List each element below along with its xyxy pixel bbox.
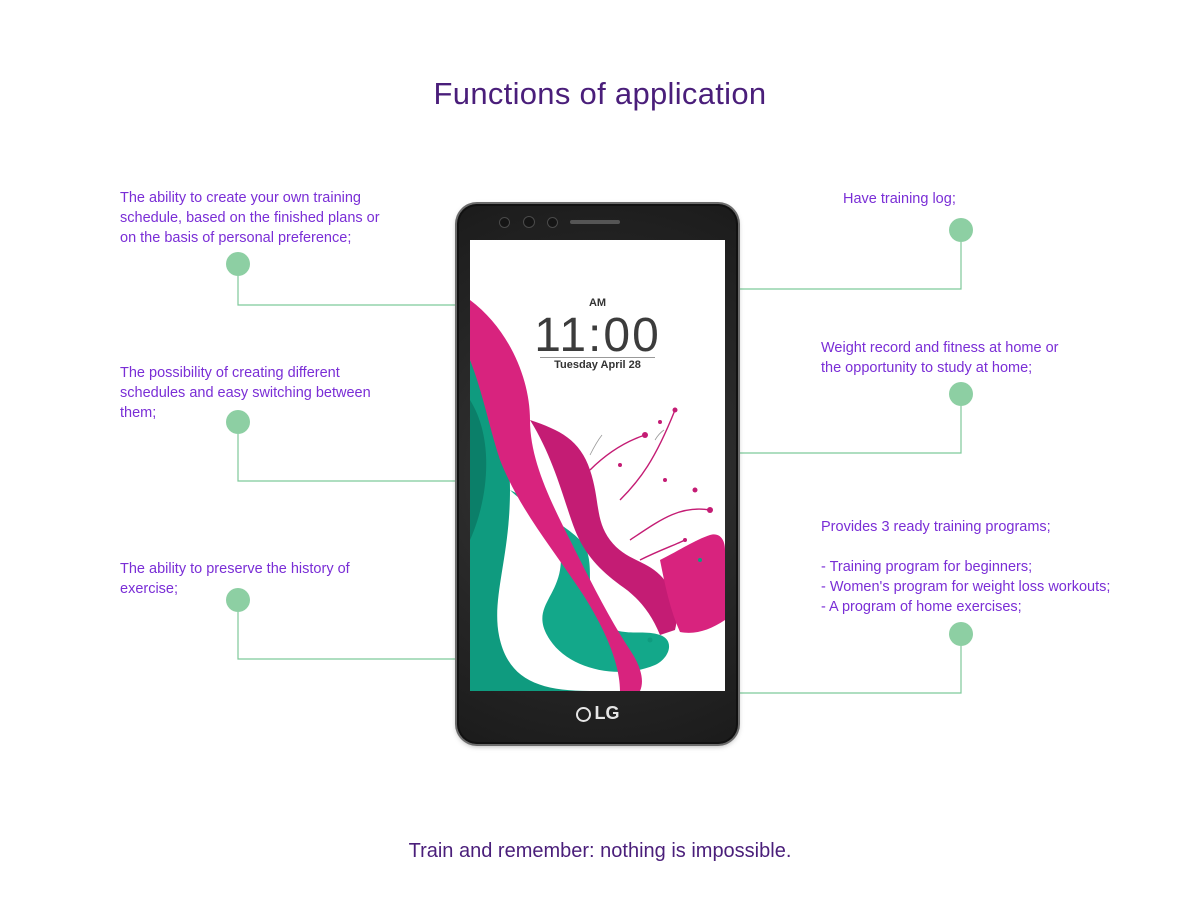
feature-training-log: Have training log; — [843, 189, 956, 209]
connector-dot-left-2 — [226, 410, 250, 434]
feature-line-spacer — [821, 537, 1110, 557]
page-title: Functions of application — [433, 76, 767, 111]
connector-dot-left-3 — [226, 588, 250, 612]
feature-line: Weight record and fitness at home or — [821, 340, 1059, 356]
feature-line: exercise; — [120, 581, 179, 597]
front-camera-icon — [523, 216, 535, 228]
connector-line-left-3 — [237, 612, 460, 660]
feature-ready-programs: Provides 3 ready training programs; - Tr… — [821, 517, 1110, 617]
connector-dot-right-3 — [949, 622, 973, 646]
connector-line-left-2 — [237, 434, 460, 482]
feature-line: schedule, based on the finished plans or — [120, 210, 380, 226]
lock-divider — [540, 357, 655, 358]
feature-line: schedules and easy switching between — [120, 385, 371, 401]
feature-line: - Training program for beginners; — [821, 559, 1033, 575]
footer-tagline: Train and remember: nothing is impossibl… — [408, 840, 792, 862]
lock-ampm: AM — [588, 297, 607, 309]
feature-multiple-schedules: The possibility of creating different sc… — [120, 363, 371, 423]
feature-custom-schedule: The ability to create your own training … — [120, 188, 380, 248]
connector-line-right-2 — [737, 406, 962, 454]
feature-line: them; — [120, 405, 157, 421]
feature-line: - Women's program for weight loss workou… — [821, 579, 1111, 595]
connector-dot-right-1 — [949, 218, 973, 242]
phone-device: AM 11:00 Tuesday April 28 LG — [457, 204, 738, 744]
brand-logo: LG — [457, 703, 738, 724]
connector-line-right-3 — [737, 646, 962, 694]
connector-line-left-1 — [237, 276, 460, 306]
lg-logo-icon — [575, 707, 591, 722]
feature-line: The ability to preserve the history of — [120, 561, 350, 577]
sensor-icon — [499, 217, 510, 228]
lock-time: 11:00 — [534, 309, 661, 362]
brand-label: LG — [594, 703, 620, 723]
feature-line: on the basis of personal preference; — [120, 230, 352, 246]
feature-weight-record: Weight record and fitness at home or the… — [821, 338, 1059, 378]
connector-line-right-1 — [737, 242, 962, 290]
feature-line: Provides 3 ready training programs; — [821, 519, 1051, 535]
phone-screen: AM 11:00 Tuesday April 28 — [470, 240, 725, 691]
lock-date: Tuesday April 28 — [554, 359, 641, 371]
feature-exercise-history: The ability to preserve the history of e… — [120, 559, 350, 599]
connector-dot-left-1 — [226, 252, 250, 276]
feature-line: Have training log; — [843, 191, 956, 207]
feature-line: - A program of home exercises; — [821, 599, 1022, 615]
speaker-grille — [570, 220, 620, 224]
feature-line: The possibility of creating different — [120, 365, 340, 381]
connector-dot-right-2 — [949, 382, 973, 406]
feature-line: The ability to create your own training — [120, 190, 361, 206]
wallpaper-paint-splash — [470, 300, 725, 691]
sensor-icon — [547, 217, 558, 228]
feature-line: the opportunity to study at home; — [821, 360, 1033, 376]
